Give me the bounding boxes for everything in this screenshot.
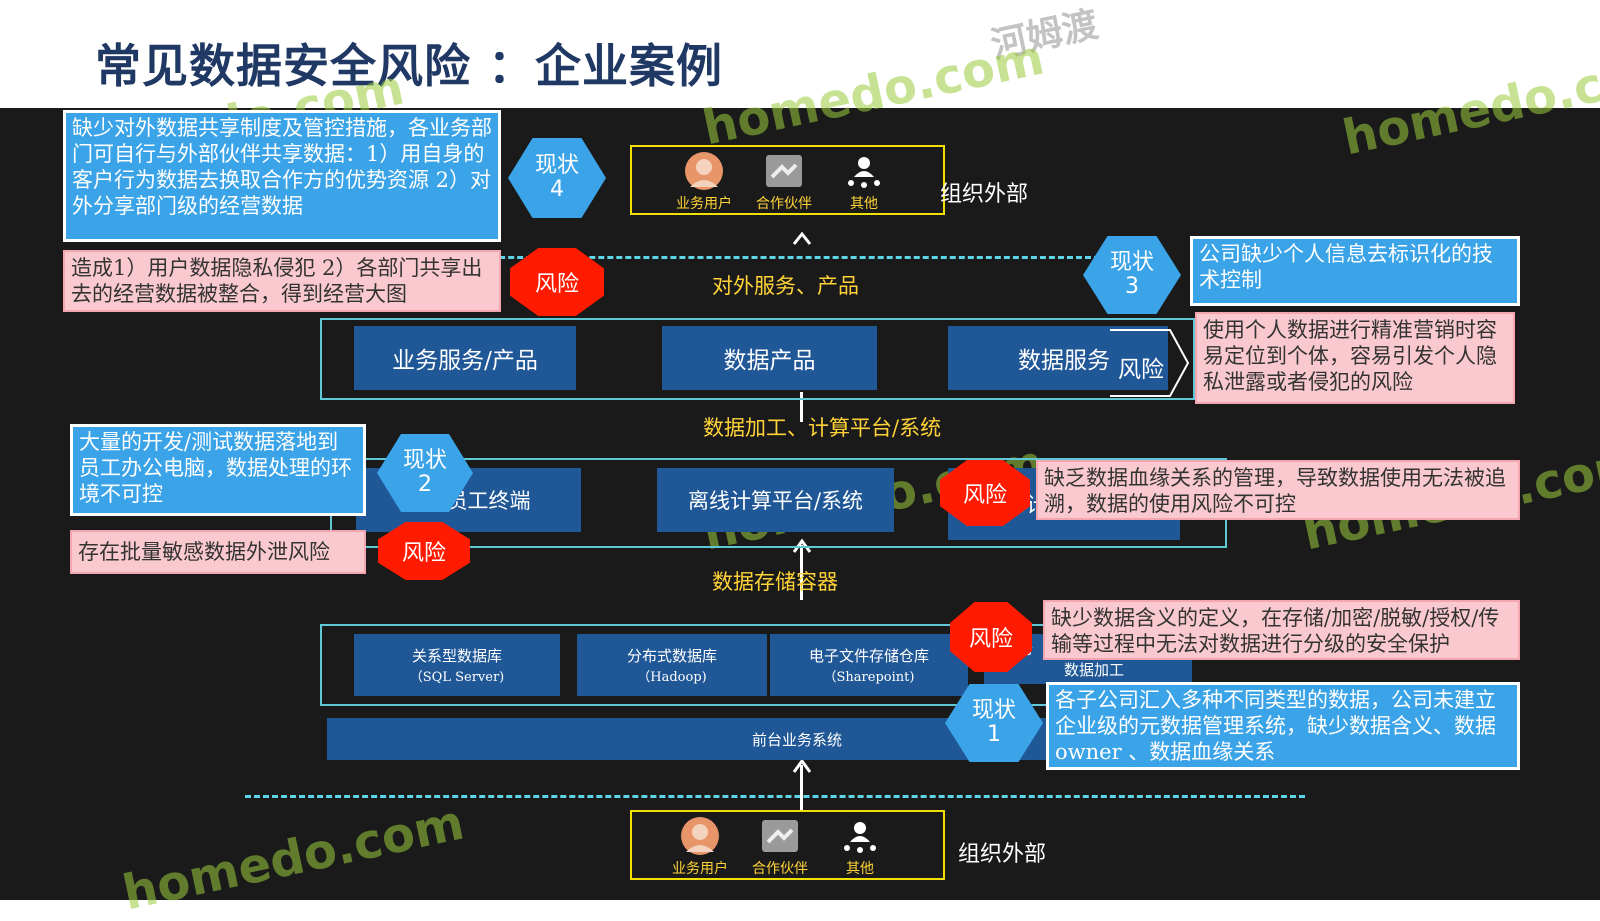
risk-badge-batch: 风险 xyxy=(378,522,470,580)
group-stars-icon xyxy=(844,822,876,853)
callout-status1: 各子公司汇入多种不同类型的数据，公司未建立企业级的元数据管理系统，缺少数据含义、… xyxy=(1046,682,1520,770)
arrow-line-processing xyxy=(800,392,803,422)
outside-label-top: 组织外部 xyxy=(940,182,1029,207)
storage-relational-db: 关系型数据库 （SQL Server) xyxy=(354,634,560,696)
arrow-up-icon xyxy=(792,231,812,245)
risk-badge-privacy: 风险 xyxy=(510,248,604,316)
boundary-line-bottom xyxy=(245,795,1305,798)
callout-risk-privacy: 造成1）用户数据隐私侵犯 2）各部门共享出去的经营数据被整合，得到经营大图 xyxy=(63,250,501,312)
person-icon xyxy=(681,817,719,855)
storage-distributed-db: 分布式数据库 （Hadoop) xyxy=(577,634,767,696)
external-users-bottom: 业务用户 合作伙伴 其他 xyxy=(630,810,945,880)
person-icon xyxy=(685,152,723,190)
user-other-bottom: 其他 xyxy=(820,812,900,878)
user-partner-bottom: 合作伙伴 xyxy=(740,812,820,878)
external-users-top: 业务用户 合作伙伴 其他 xyxy=(630,145,945,215)
risk-badge-definition: 风险 xyxy=(950,602,1032,672)
risk-callout-shape xyxy=(1110,329,1190,397)
callout-risk-lineage: 缺乏数据血缘关系的管理，导致数据使用无法被追溯，数据的使用风险不可控 xyxy=(1036,460,1520,520)
service-data-service: 数据服务 xyxy=(948,326,1168,390)
callout-status2: 大量的开发/测试数据落地到员工办公电脑，数据处理的环境不可控 xyxy=(70,424,366,516)
arrow-up-icon xyxy=(792,758,812,773)
user-partner: 合作伙伴 xyxy=(744,147,824,213)
flow-label-storage: 数据存储容器 xyxy=(712,570,838,594)
user-business: 业务用户 xyxy=(664,147,744,213)
flow-label-services: 对外服务、产品 xyxy=(712,274,859,298)
arrow-line-frontend xyxy=(800,765,803,810)
arrow-line-storage xyxy=(800,545,803,600)
service-layer-frame xyxy=(320,318,1195,400)
boundary-line-top xyxy=(400,256,1100,259)
handshake-icon xyxy=(766,155,802,187)
service-data-product: 数据产品 xyxy=(662,326,877,390)
callout-status3: 公司缺少个人信息去标识化的技术控制 xyxy=(1190,236,1520,306)
callout-risk-definition: 缺少数据含义的定义，在存储/加密/脱敏/授权/传输等过程中无法对数据进行分级的安… xyxy=(1043,600,1520,660)
outside-label-bottom: 组织外部 xyxy=(958,842,1047,867)
storage-file-repository: 电子文件存储仓库 （Sharepoint) xyxy=(770,634,968,696)
risk-badge-lineage: 风险 xyxy=(940,460,1030,526)
callout-risk-batch: 存在批量敏感数据外泄风险 xyxy=(70,530,366,574)
service-risk-label: 风险 xyxy=(1118,357,1164,383)
callout-risk-marketing: 使用个人数据进行精准营销时容易定位到个体，容易引发个人隐私泄露或者侵犯的风险 xyxy=(1195,312,1515,404)
user-business-bottom: 业务用户 xyxy=(660,812,740,878)
arrow-up-icon xyxy=(792,538,812,553)
handshake-icon xyxy=(762,820,798,852)
page-title: 常见数据安全风险 ：企业案例 xyxy=(95,39,724,93)
service-business-product: 业务服务/产品 xyxy=(354,326,576,390)
callout-status4: 缺少对外数据共享制度及管控措施，各业务部门可自行与外部伙伴共享数据：1）用自身的… xyxy=(63,110,501,242)
user-other: 其他 xyxy=(824,147,904,213)
flow-label-processing: 数据加工、计算平台/系统 xyxy=(703,416,942,440)
group-stars-icon xyxy=(848,157,880,188)
compute-offline-platform: 离线计算平台/系统 xyxy=(657,468,894,532)
